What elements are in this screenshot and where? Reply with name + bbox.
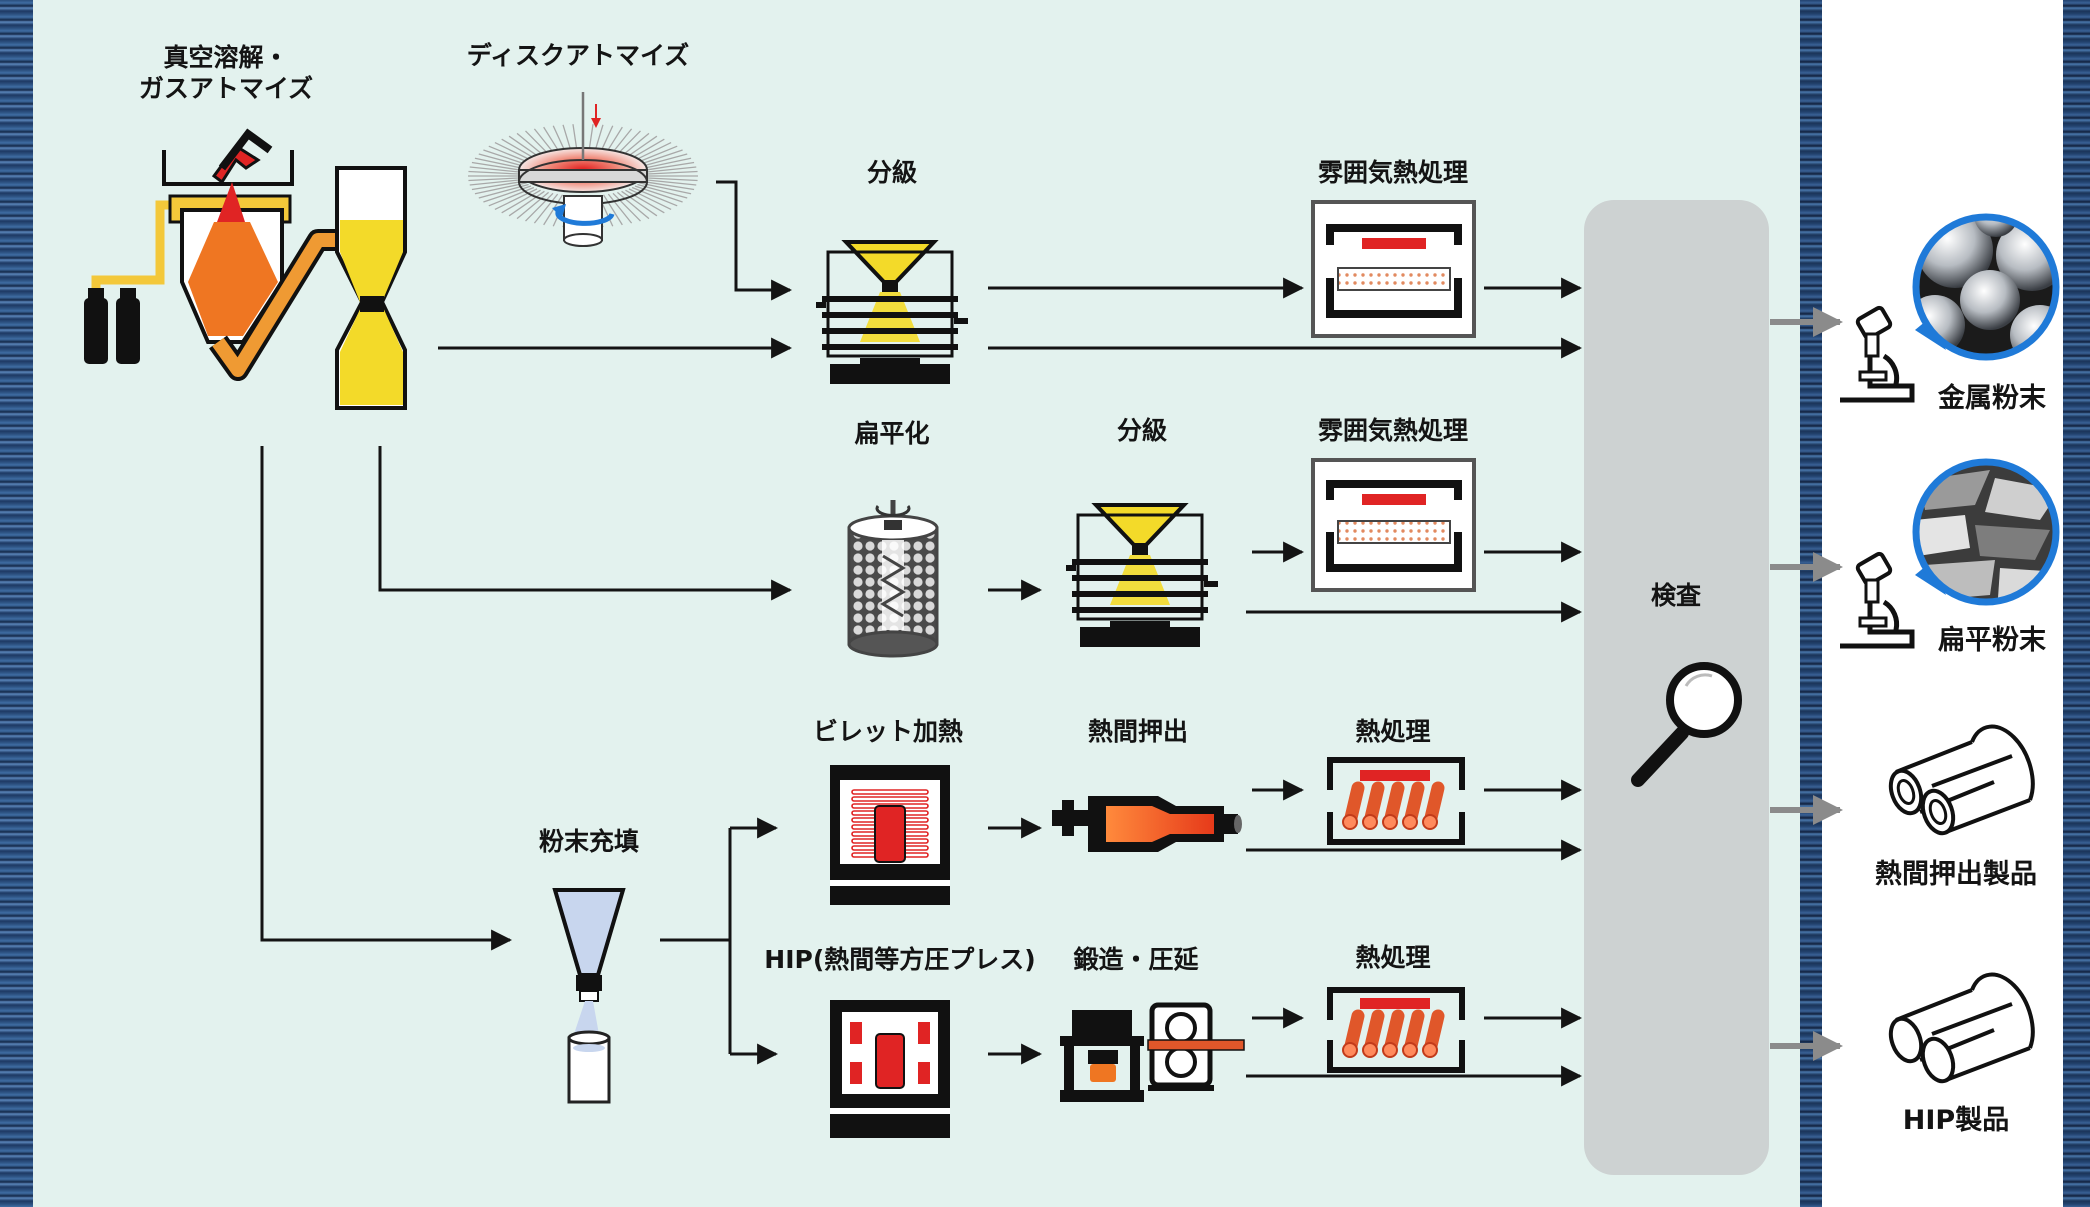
attritor-mill <box>847 500 939 658</box>
label-classify-2: 分級 <box>1116 416 1168 445</box>
label-disk-atomize: ディスクアトマイズ <box>466 41 690 70</box>
atmosphere-furnace-1 <box>1311 200 1476 338</box>
microscope-icon <box>1840 305 1915 403</box>
atmosphere-furnace-2 <box>1311 458 1476 592</box>
label-forge-roll: 鍛造・圧延 <box>1073 945 1199 974</box>
heat-treatment-furnace-2 <box>1327 987 1465 1073</box>
label-atmos-heat-1: 雰囲気熱処理 <box>1317 158 1469 187</box>
label-flatten: 扁平化 <box>854 419 930 448</box>
heat-treatment-furnace-1 <box>1327 757 1465 845</box>
product-extrusion: 熱間押出製品 <box>1875 859 2037 890</box>
magnifier-icon <box>1631 662 1742 787</box>
sieve-classifier-2 <box>1066 503 1218 647</box>
label-heat-treat-1: 熱処理 <box>1355 717 1431 746</box>
powder-filling-funnel <box>552 888 626 1104</box>
microscope-icon <box>1840 551 1915 649</box>
pipes-icon <box>1888 972 2035 1084</box>
flat-powder-magnified <box>1912 458 2060 606</box>
rolling-mill <box>1147 1002 1245 1091</box>
billet-heating-furnace <box>830 765 950 905</box>
label-vacuum-melt-line2: ガスアトマイズ <box>138 74 314 104</box>
middle-decorative-band <box>1800 0 1822 1207</box>
gas-atomizer-apparatus <box>84 128 407 410</box>
label-inspection: 検査 <box>1650 581 1702 610</box>
label-classify-1: 分級 <box>866 158 918 187</box>
label-vacuum-melt: 真空溶解・ ガスアトマイズ <box>139 42 313 105</box>
sieve-classifier-1 <box>816 240 968 384</box>
right-decorative-band <box>2063 0 2090 1207</box>
label-atmos-heat-2: 雰囲気熱処理 <box>1317 416 1469 445</box>
pipes-icon <box>1888 724 2035 836</box>
label-hot-extrusion: 熱間押出 <box>1087 717 1189 746</box>
label-heat-treat-2: 熱処理 <box>1355 943 1431 972</box>
label-vacuum-melt-line1: 真空溶解・ <box>163 43 289 72</box>
metal-powder-magnified <box>1912 213 2060 361</box>
hip-furnace <box>830 1000 950 1138</box>
product-flat-powder: 扁平粉末 <box>1938 625 2046 656</box>
product-metal-powder: 金属粉末 <box>1938 383 2046 414</box>
label-billet-heat: ビレット加熱 <box>812 717 964 746</box>
product-hip: HIP製品 <box>1902 1105 2010 1136</box>
label-hip: HIP(熱間等方圧プレス) <box>764 945 1036 974</box>
forging-press <box>1060 1010 1144 1102</box>
label-powder-fill: 粉末充填 <box>538 827 640 856</box>
left-decorative-band <box>0 0 33 1207</box>
flow-arrows <box>260 180 1583 1087</box>
extrusion-press <box>1052 796 1242 852</box>
disk-atomizer <box>468 92 698 247</box>
product-arrows <box>1770 307 1843 1061</box>
